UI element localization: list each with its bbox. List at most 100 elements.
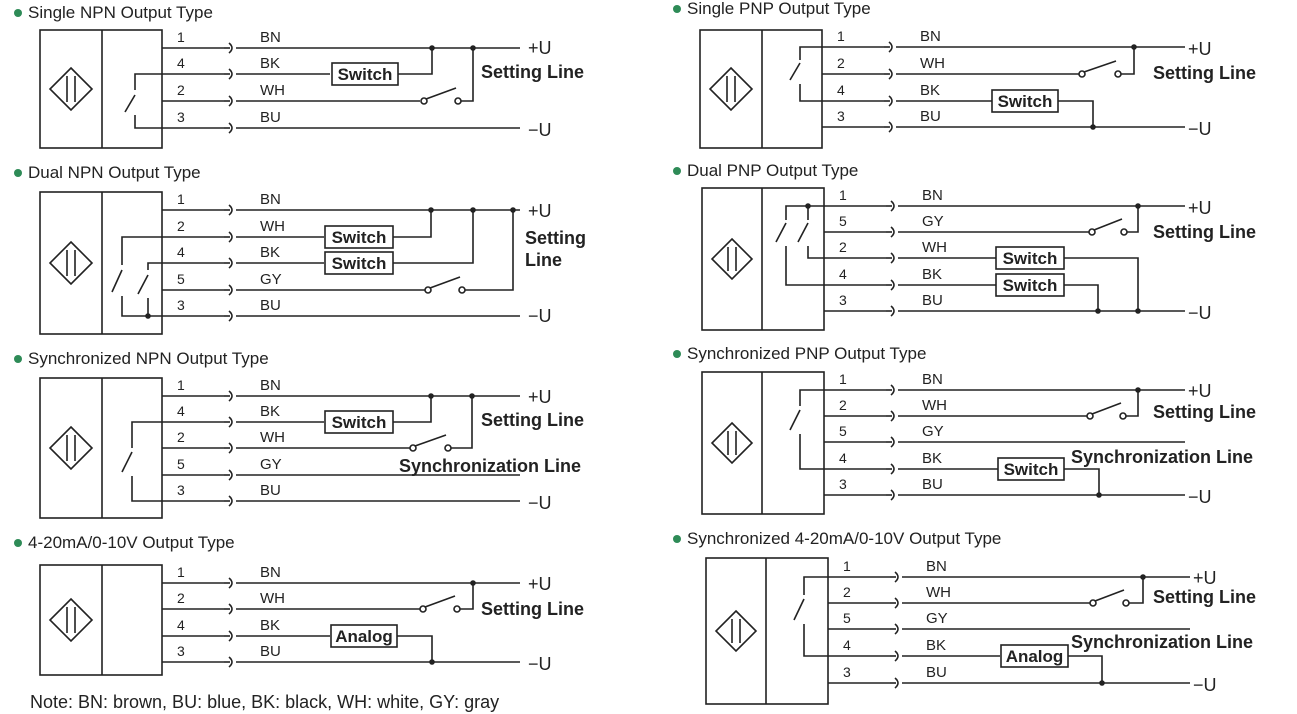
connector-pin-icon bbox=[894, 650, 899, 662]
wire-pin-number: 1 bbox=[177, 29, 185, 45]
junction-dot bbox=[1135, 387, 1141, 393]
wire-pin-number: 1 bbox=[843, 558, 851, 574]
connector-pin-icon bbox=[888, 41, 893, 53]
connector-pin-icon bbox=[228, 122, 233, 134]
wire-color-code: WH bbox=[926, 584, 951, 601]
connector-pin-icon bbox=[894, 677, 899, 689]
connector-pin-icon bbox=[228, 577, 233, 589]
wire-color-code: BU bbox=[922, 476, 943, 493]
connector-pin-icon bbox=[228, 284, 233, 296]
wire-pin-number: 2 bbox=[177, 429, 185, 445]
junction-dot bbox=[470, 207, 476, 213]
diagram-title: Single PNP Output Type bbox=[687, 0, 871, 18]
connector-pin-icon bbox=[228, 42, 233, 54]
wire-pin-number: 4 bbox=[177, 244, 185, 260]
wire-pin-number: 4 bbox=[177, 617, 185, 633]
setting-line-label: Setting Line bbox=[1153, 587, 1256, 607]
connector-pin-icon bbox=[228, 442, 233, 454]
switch-contact bbox=[1083, 60, 1117, 73]
wire-pin-number: 2 bbox=[177, 590, 185, 606]
wire-color-code: WH bbox=[260, 429, 285, 446]
connector-pin-icon bbox=[888, 95, 893, 107]
setting-line-label: Setting Line bbox=[481, 599, 584, 619]
contact-terminal bbox=[1089, 599, 1097, 607]
proximity-sensor-icon bbox=[710, 237, 754, 281]
wire bbox=[1058, 100, 1094, 127]
contact-terminal bbox=[444, 444, 452, 452]
switch-contact bbox=[424, 595, 456, 608]
wire bbox=[465, 210, 514, 291]
signal-box-label: Switch bbox=[1003, 249, 1058, 268]
wire-color-code: BK bbox=[922, 450, 942, 467]
wire-color-code: BN bbox=[260, 191, 281, 208]
setting-line-label: Setting Line bbox=[1153, 63, 1256, 83]
wire-pin-number: 4 bbox=[177, 55, 185, 71]
proximity-sensor-icon bbox=[48, 597, 94, 643]
plus-u-label: +U bbox=[1188, 198, 1212, 218]
proximity-sensor-icon bbox=[48, 66, 94, 112]
contact-terminal bbox=[1086, 412, 1094, 420]
wire-color-code: BU bbox=[260, 109, 281, 126]
junction-dot bbox=[428, 207, 434, 213]
wire-pin-number: 4 bbox=[177, 403, 185, 419]
signal-box-label: Switch bbox=[1003, 276, 1058, 295]
wire-pin-number: 3 bbox=[177, 482, 185, 498]
wire-color-code: BN bbox=[260, 29, 281, 46]
wire bbox=[1129, 577, 1144, 604]
wire-color-code: WH bbox=[920, 55, 945, 72]
proximity-sensor-icon bbox=[48, 425, 94, 471]
connector-pin-icon bbox=[228, 95, 233, 107]
wire-pin-number: 1 bbox=[177, 377, 185, 393]
contact-terminal bbox=[424, 286, 432, 294]
contact-terminal bbox=[454, 97, 462, 105]
connector-pin-icon bbox=[228, 630, 233, 642]
contact-terminal bbox=[1120, 228, 1128, 236]
connector-pin-icon bbox=[228, 204, 233, 216]
plus-u-label: +U bbox=[1188, 381, 1212, 401]
junction-dot bbox=[1135, 203, 1141, 209]
junction-dot bbox=[1095, 308, 1101, 314]
wire-color-code: GY bbox=[922, 213, 944, 230]
contact-terminal bbox=[419, 605, 427, 613]
bullet-dot bbox=[14, 539, 22, 547]
wire-pin-number: 5 bbox=[839, 423, 847, 439]
setting-line-label: Setting Line bbox=[481, 410, 584, 430]
connector-pin-icon bbox=[890, 489, 895, 501]
wire bbox=[451, 396, 473, 449]
wire-pin-number: 4 bbox=[839, 450, 847, 466]
wire-color-code: BU bbox=[260, 482, 281, 499]
setting-line-label: Line bbox=[525, 250, 562, 270]
plus-u-label: +U bbox=[528, 38, 552, 58]
internal-wire bbox=[785, 246, 824, 286]
signal-box-label: Switch bbox=[332, 254, 387, 273]
wire-color-code: GY bbox=[922, 423, 944, 440]
wire-pin-number: 2 bbox=[843, 584, 851, 600]
switch-contact bbox=[1093, 218, 1123, 231]
wire-pin-number: 5 bbox=[177, 456, 185, 472]
switch-contact bbox=[425, 87, 457, 100]
wire-color-code: BU bbox=[922, 292, 943, 309]
proximity-sensor-icon bbox=[714, 609, 758, 653]
contact-terminal bbox=[1088, 228, 1096, 236]
wire-pin-number: 1 bbox=[177, 191, 185, 207]
wire bbox=[461, 48, 474, 102]
connector-pin-icon bbox=[894, 571, 899, 583]
contact-terminal bbox=[1122, 599, 1130, 607]
synchronization-line-label: Synchronization Line bbox=[399, 456, 581, 476]
signal-box-label: Analog bbox=[335, 627, 393, 646]
wire bbox=[1126, 390, 1139, 417]
wire-color-code: GY bbox=[260, 271, 282, 288]
wire-pin-number: 3 bbox=[837, 108, 845, 124]
sensor-housing bbox=[705, 557, 829, 705]
internal-wire bbox=[134, 115, 162, 129]
diagram-title: Single NPN Output Type bbox=[28, 3, 213, 22]
minus-u-label: −U bbox=[528, 493, 552, 513]
wire bbox=[1064, 468, 1100, 495]
contact-terminal bbox=[420, 97, 428, 105]
wire-color-code: BK bbox=[922, 266, 942, 283]
connector-pin-icon bbox=[890, 436, 895, 448]
